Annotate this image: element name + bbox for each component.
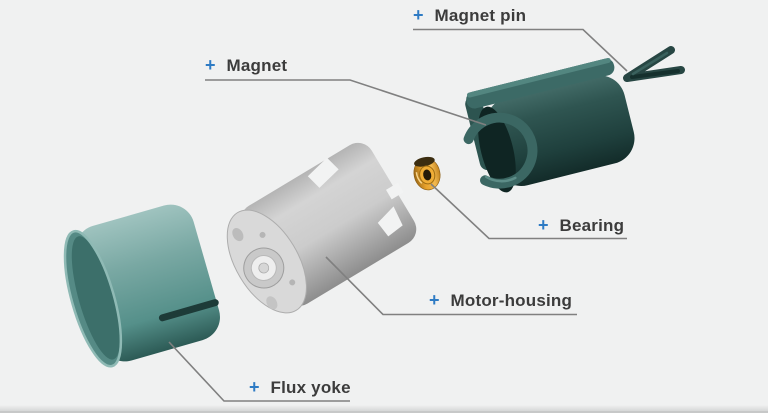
expand-plus-icon[interactable]: + — [205, 55, 216, 75]
magnet-part — [463, 57, 635, 193]
expand-plus-icon[interactable]: + — [429, 290, 440, 310]
flux-yoke-part — [63, 204, 220, 368]
bottom-divider — [0, 405, 768, 413]
expand-plus-icon[interactable]: + — [538, 215, 549, 235]
leader-line-motor-housing — [325, 256, 577, 316]
label-magnet-pin[interactable]: + Magnet pin — [413, 5, 527, 26]
expand-plus-icon[interactable]: + — [413, 5, 424, 25]
magnet-pin-part — [623, 46, 685, 82]
label-flux-yoke[interactable]: + Flux yoke — [249, 377, 351, 398]
label-text-flux-yoke: Flux yoke — [270, 378, 351, 397]
motor-housing-part — [226, 142, 417, 314]
label-text-bearing: Bearing — [559, 216, 625, 235]
leader-line-magnet-pin — [413, 28, 628, 72]
label-text-magnet-pin: Magnet pin — [434, 6, 527, 25]
leader-line-bearing — [430, 183, 627, 240]
label-magnet[interactable]: + Magnet — [205, 55, 288, 76]
label-text-motor-housing: Motor-housing — [450, 291, 573, 310]
label-bearing[interactable]: + Bearing — [538, 215, 625, 236]
label-motor-housing[interactable]: + Motor-housing — [429, 290, 573, 311]
label-text-magnet: Magnet — [226, 56, 288, 75]
leader-line-magnet — [205, 79, 487, 126]
expand-plus-icon[interactable]: + — [249, 377, 260, 397]
leader-line-flux-yoke — [168, 341, 350, 402]
bearing-part — [413, 156, 441, 191]
